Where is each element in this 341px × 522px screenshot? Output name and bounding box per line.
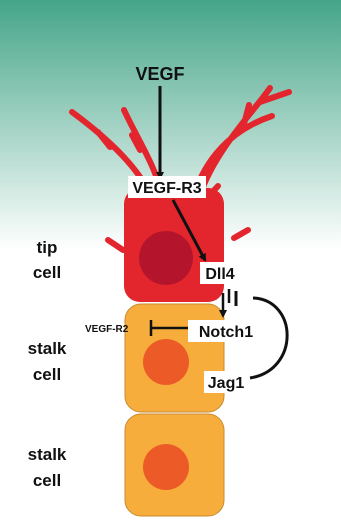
stalk-cell-upper-label-line1: stalk (28, 339, 67, 358)
tip-cell-label-line2: cell (33, 263, 61, 282)
stalk-cell-lower-nucleus (143, 444, 189, 490)
dll4-label: Dll4 (205, 266, 234, 283)
vegf-label: VEGF (135, 64, 184, 84)
vegf-r3-label: VEGF-R3 (132, 180, 201, 197)
vegf-r2-label: VEGF-R2 (85, 324, 129, 335)
stalk-cell-lower-label-line2: cell (33, 471, 61, 490)
tip-cell-nucleus (139, 231, 193, 285)
notch1-label: Notch1 (199, 324, 253, 341)
tip-cell-label-line1: tip (37, 238, 58, 257)
stalk-cell-upper-label-line2: cell (33, 365, 61, 384)
jag1-label: Jag1 (208, 375, 245, 392)
stalk-cell-lower-label-line1: stalk (28, 445, 67, 464)
stalk-cell-upper-nucleus (143, 339, 189, 385)
